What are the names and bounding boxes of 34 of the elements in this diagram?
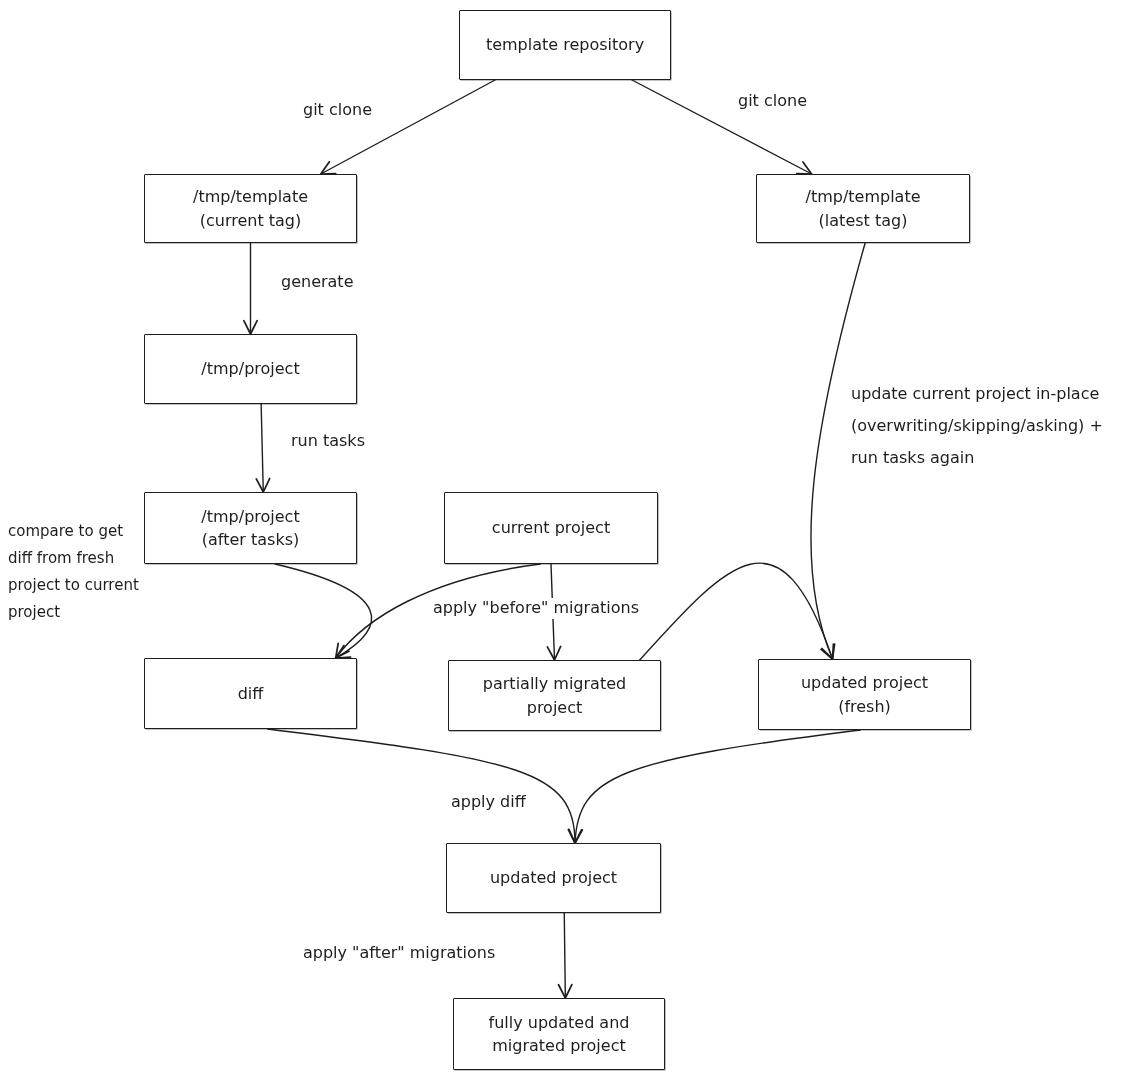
- box-label: current project: [491, 517, 611, 540]
- process-box: [144, 658, 357, 729]
- process-box: [446, 843, 661, 913]
- process-box: [758, 659, 971, 730]
- box-label: template repository: [485, 34, 645, 57]
- box-label: partially migrated project: [481, 673, 628, 719]
- edge-label: git clone: [300, 100, 375, 121]
- process-box: [756, 174, 970, 243]
- box-label: diff: [237, 682, 264, 705]
- process-box: [459, 10, 671, 80]
- box-label: /tmp/template (current tag): [192, 186, 309, 232]
- box-label: fully updated and migrated project: [487, 1011, 631, 1057]
- arrow: [810, 242, 866, 660]
- arrow: [255, 403, 271, 493]
- box-label: /tmp/project: [201, 358, 300, 381]
- process-box: [448, 660, 661, 731]
- box-label: updated project: [489, 867, 618, 890]
- arrow: [557, 912, 573, 999]
- edge-label: git clone: [735, 91, 810, 112]
- box-label: /tmp/template (latest tag): [804, 186, 922, 232]
- process-box: [144, 492, 357, 564]
- process-box: [144, 334, 357, 404]
- arrow: [334, 563, 541, 659]
- arrow: [568, 729, 861, 844]
- arrow: [631, 79, 813, 175]
- arrow: [242, 242, 259, 335]
- arrow: [639, 562, 835, 661]
- box-label: /tmp/project (after tasks): [200, 505, 301, 551]
- process-box: [453, 998, 665, 1070]
- process-box: [444, 492, 658, 564]
- process-box: [144, 174, 357, 243]
- arrow: [274, 563, 373, 659]
- box-label: updated project (fresh): [799, 672, 930, 718]
- arrow: [319, 79, 496, 175]
